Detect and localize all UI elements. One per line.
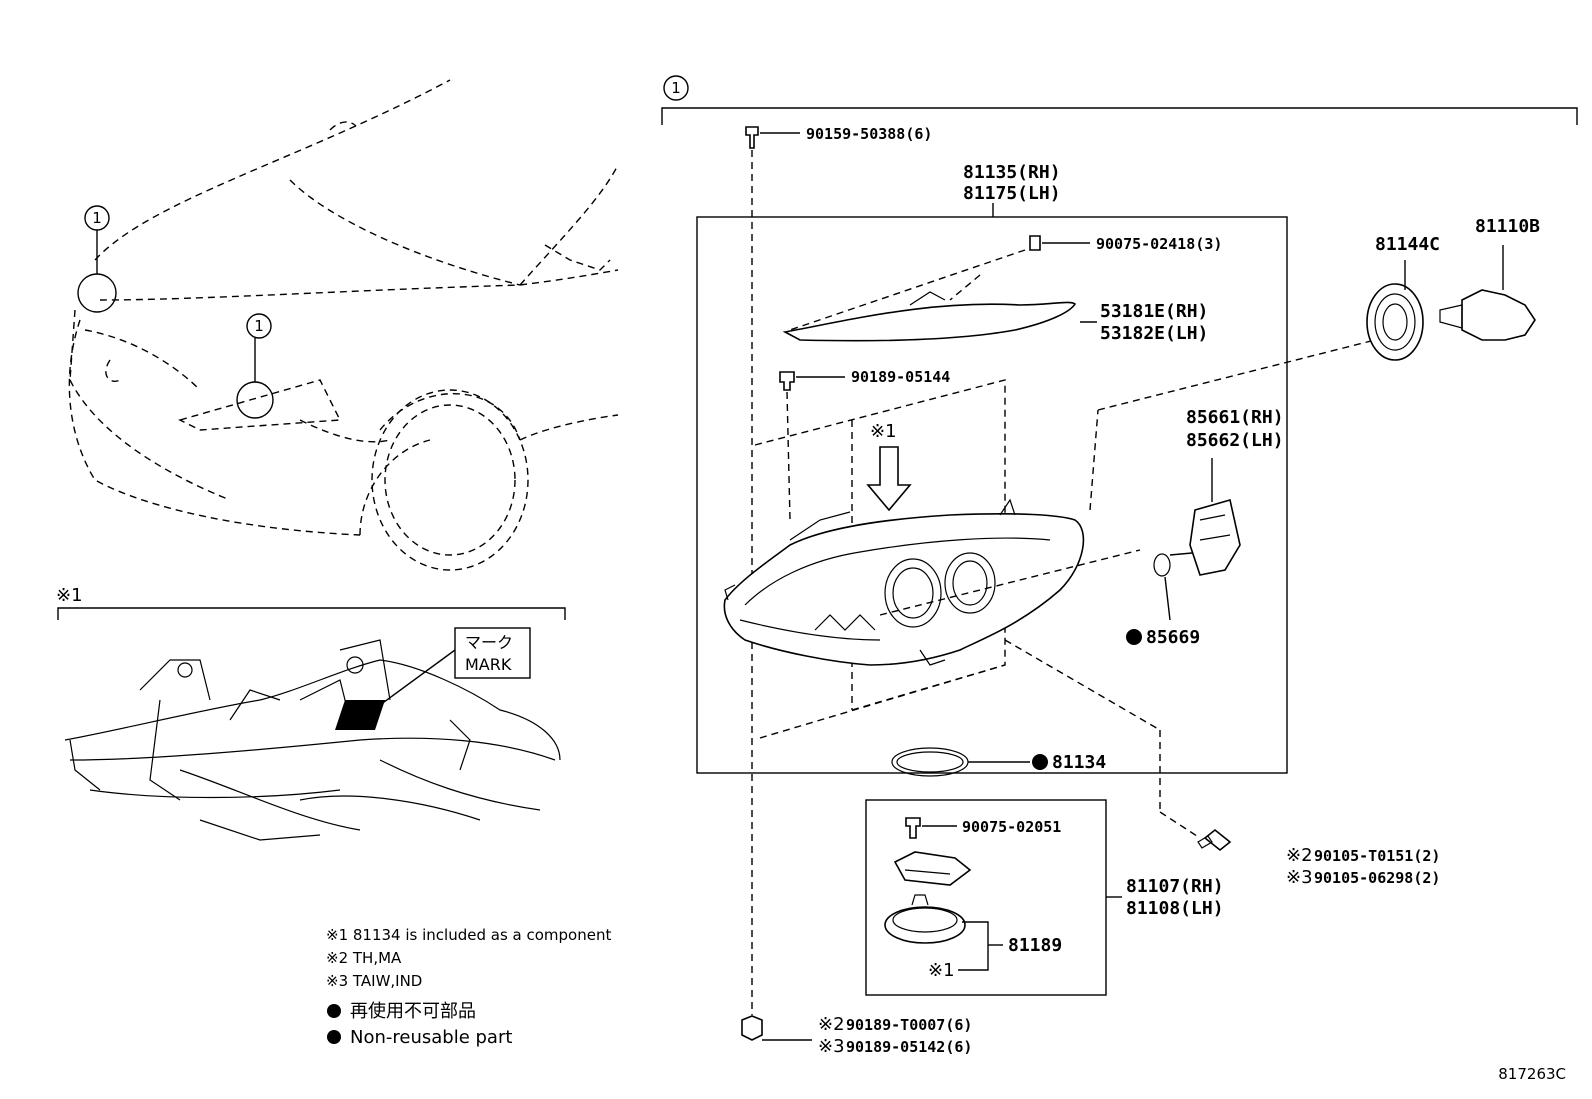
non-reusable-dot-icon xyxy=(1032,754,1048,770)
part-81107-rh: 81107(RH) xyxy=(1126,876,1224,897)
part-81144c: 81144C xyxy=(1375,234,1440,255)
assembly-group-1: 1 xyxy=(661,75,1578,125)
oring-85669: 85669 xyxy=(1126,553,1200,648)
star2-right: ※2 xyxy=(1286,845,1313,866)
headlamp-unit-box xyxy=(696,216,1288,774)
bolt-bottom-group: ※2 90189-T0007(6) ※3 90189-05142(6) xyxy=(741,1014,972,1057)
trim-piece: 53181E(RH) 53182E(LH) xyxy=(782,291,1208,344)
part-85662-lh: 85662(LH) xyxy=(1186,430,1284,451)
part-53182e-lh: 53182E(LH) xyxy=(1100,323,1208,344)
cover-81144c: 81144C xyxy=(1366,234,1440,361)
callout-circle-2-text: 1 xyxy=(254,317,264,335)
part-90189-t0007: 90189-T0007(6) xyxy=(846,1016,972,1034)
non-reusable-dot-icon xyxy=(327,1030,341,1044)
car-front-illustration: 1 1 xyxy=(68,79,619,571)
headlamp-housing xyxy=(723,498,1085,666)
non-reusable-dot-icon xyxy=(1126,629,1142,645)
part-90105-t0151: 90105-T0151(2) xyxy=(1314,847,1440,865)
part-90075-02051: 90075-02051 xyxy=(962,818,1061,836)
detail-marker-label: ※1 xyxy=(56,585,83,606)
part-81110b: 81110B xyxy=(1475,216,1540,237)
part-90105-06298: 90105-06298(2) xyxy=(1314,869,1440,887)
note-2: ※2 TH,MA xyxy=(326,949,402,967)
star2-bottom: ※2 xyxy=(818,1014,845,1035)
ecu-module xyxy=(893,851,972,886)
part-90159-50388: 90159-50388(6) xyxy=(806,125,932,143)
bulb-81110b: 81110B xyxy=(1439,216,1540,341)
star1-arrow-label: ※1 xyxy=(870,421,897,442)
part-90189-05144: 90189-05144 xyxy=(851,368,950,386)
gasket-81134: 81134 xyxy=(891,747,1106,777)
socket-star1: ※1 xyxy=(928,960,955,981)
part-85661-rh: 85661(RH) xyxy=(1186,407,1284,428)
callout-circle-1-text: 1 xyxy=(92,209,102,227)
ecu-screw-group: 90075-02051 xyxy=(905,817,1061,839)
note-3: ※3 TAIW,IND xyxy=(326,972,422,990)
star1-arrow-indicator: ※1 xyxy=(866,421,912,512)
star3-bottom: ※3 xyxy=(818,1036,845,1057)
part-53181e-rh: 53181E(RH) xyxy=(1100,301,1208,322)
socket-81189: 81189 ※1 xyxy=(884,894,1062,981)
assembly-callout: 1 xyxy=(671,79,681,97)
mark-label-jp: マーク xyxy=(465,633,513,652)
detail-mark-view: ※1 マーク MARK xyxy=(56,585,566,841)
part-85669: 85669 xyxy=(1146,627,1200,648)
part-90075-02418: 90075-02418(3) xyxy=(1096,235,1222,253)
actuator-85661: 85661(RH) 85662(LH) xyxy=(1169,407,1284,576)
non-reusable-dot-icon xyxy=(327,1004,341,1018)
note-5: Non-reusable part xyxy=(350,1027,512,1048)
legend-notes: ※1 81134 is included as a component ※2 T… xyxy=(326,926,611,1048)
star3-right: ※3 xyxy=(1286,867,1313,888)
mark-label-en: MARK xyxy=(465,655,512,674)
screw-trim-group: 90075-02418(3) xyxy=(789,235,1222,331)
part-81135-rh: 81135(RH) xyxy=(963,162,1061,183)
note-1: ※1 81134 is included as a component xyxy=(326,926,611,944)
part-81189: 81189 xyxy=(1008,935,1062,956)
diagram-id: 817263C xyxy=(1498,1065,1566,1083)
bolt-right-group: ※2 90105-T0151(2) ※3 90105-06298(2) xyxy=(1197,828,1440,888)
part-90189-05142: 90189-05142(6) xyxy=(846,1038,972,1056)
note-4: 再使用不可部品 xyxy=(350,1001,476,1022)
part-81108-lh: 81108(LH) xyxy=(1126,898,1224,919)
screw-side-group: 90189-05144 xyxy=(779,368,950,521)
part-81134: 81134 xyxy=(1052,752,1106,773)
part-81175-lh: 81175(LH) xyxy=(963,183,1061,204)
